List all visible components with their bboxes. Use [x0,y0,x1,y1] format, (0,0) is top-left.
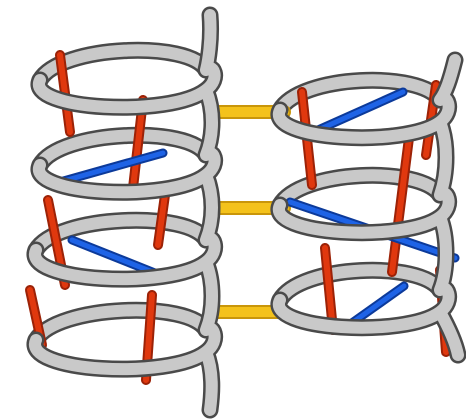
left-red-rung-4-core [155,192,168,248]
right-helix-coil-back-fill [274,74,446,306]
right-helix-coil-front-fill [272,54,464,361]
right-red-rung-3-core [322,245,336,333]
right-helix-back [271,71,449,309]
right-helix-front [270,51,466,364]
left-helix-back [27,41,215,349]
left-helix-front [26,6,224,419]
left-blue-rung-1-core [57,150,166,185]
left-helix-coil-back-fill [30,44,212,346]
right-blue-rung-1-core [315,89,406,133]
right-red-rung-2-core [389,127,413,275]
left-blue-rung-2-core [69,237,163,278]
left-helix-coil-front-fill [29,9,221,416]
